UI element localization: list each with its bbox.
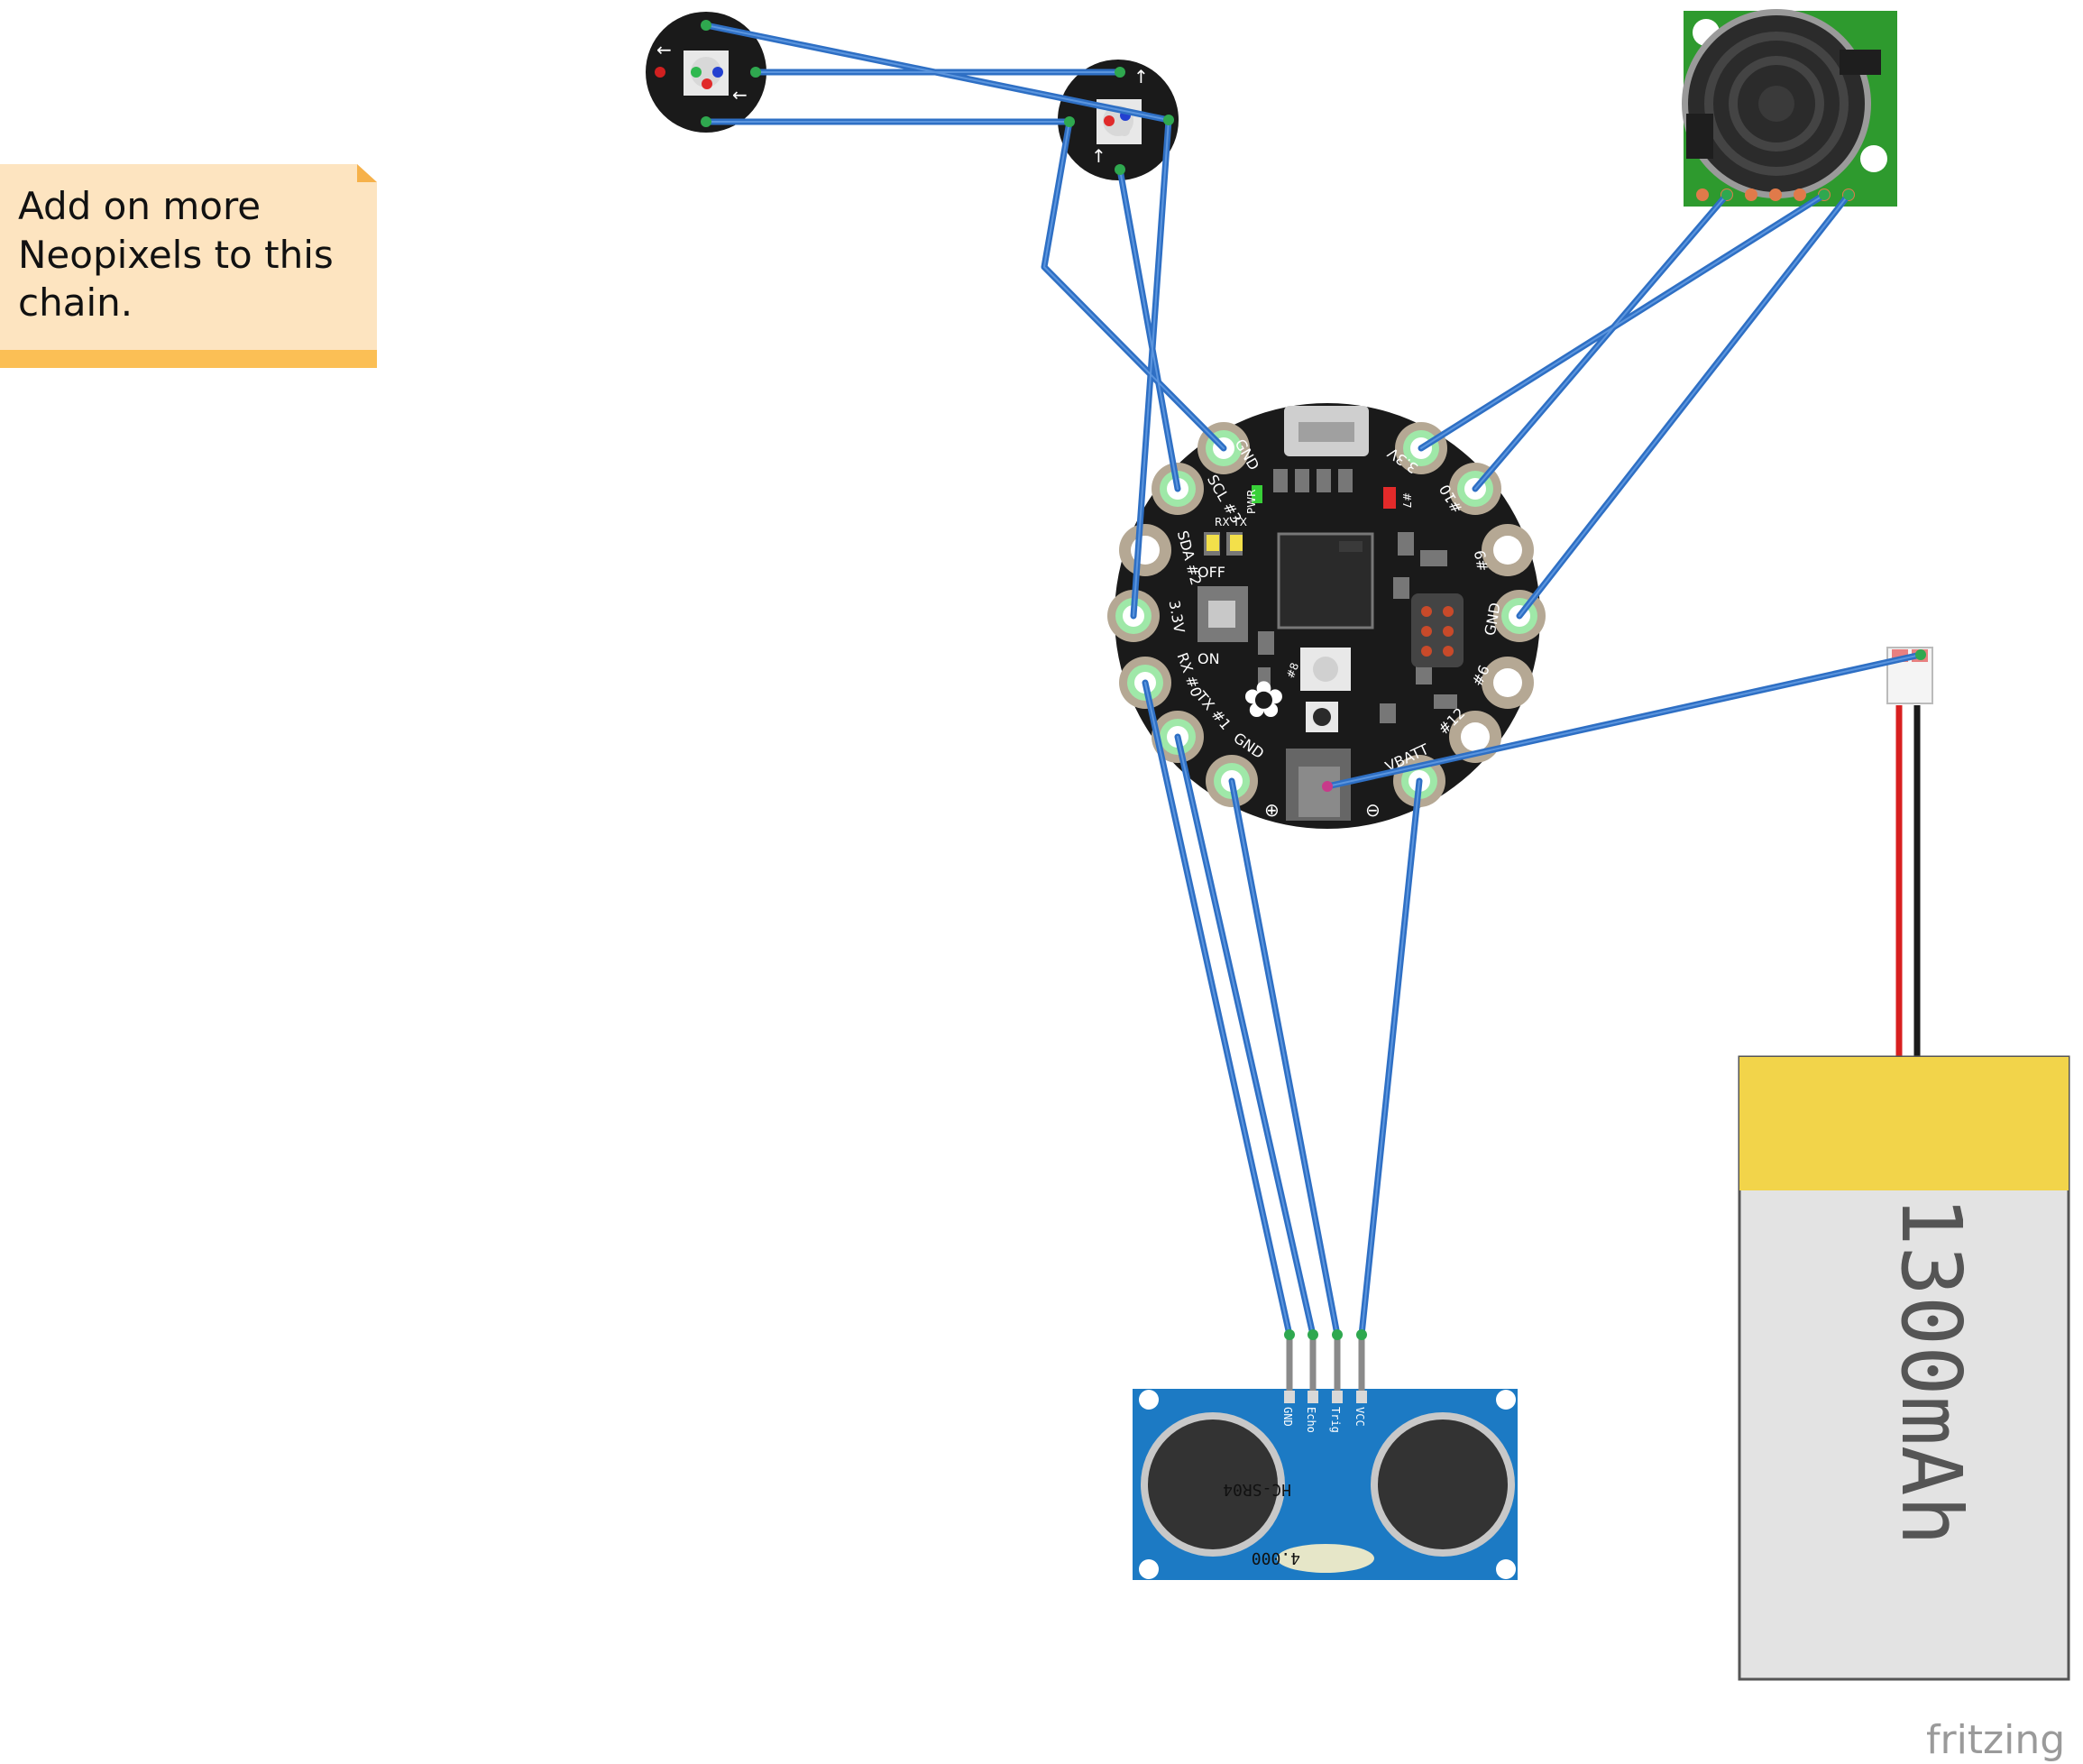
ultrasonic-sensor-green[interactable] xyxy=(1682,9,1897,207)
arrow-icon: ↑ xyxy=(1133,66,1149,87)
pad-3v3-left[interactable]: 3.3V xyxy=(1107,590,1188,642)
pwr-label: PWR xyxy=(1245,490,1258,514)
pad-d9[interactable]: #9 xyxy=(1471,524,1534,576)
d8-label: #8 xyxy=(1284,661,1301,680)
sticky-note[interactable]: Add on more Neopixels to this chain. xyxy=(0,164,377,368)
rxtx-label: RX TX xyxy=(1215,516,1247,528)
hc-pin-trig-label: Trig xyxy=(1329,1407,1342,1433)
hc-model-label: HC-SR04 xyxy=(1223,1480,1291,1499)
pad-d9-label: #9 xyxy=(1471,548,1491,573)
battery-capacity-label: 1300mAh xyxy=(1883,1196,1979,1546)
d7-label: #7 xyxy=(1400,492,1413,509)
arrow-icon: ← xyxy=(732,84,748,106)
arrow-icon: ↑ xyxy=(1091,145,1106,167)
header-block xyxy=(1411,593,1464,667)
minus-label: ⊖ xyxy=(1365,799,1381,821)
note-line-1: Add on more xyxy=(18,184,261,228)
hc-crystal-label: 4.000 xyxy=(1252,1548,1300,1567)
note-line-3: chain. xyxy=(18,280,133,325)
lipo-battery[interactable]: 1300mAh xyxy=(1738,647,2070,1681)
flower-logo-icon: ✿ xyxy=(1243,671,1285,730)
hc-sr04-sensor[interactable]: GND Echo Trig VCC HC-SR04 4.000 xyxy=(1133,1335,1518,1580)
hc-pin-echo-label: Echo xyxy=(1305,1407,1317,1433)
plus-label: ⊕ xyxy=(1264,799,1280,821)
on-label: ON xyxy=(1197,650,1220,667)
hc-pin-vcc-label: VCC xyxy=(1353,1407,1366,1427)
fritzing-brand-label: fritzing xyxy=(1926,1717,2065,1763)
flora-board[interactable]: ✿ PWR RX TX OFF ON #7 #8 ⊕ ⊖ GND SCL #3 … xyxy=(1107,403,1546,829)
neopixel-1[interactable]: ← ← xyxy=(646,12,766,133)
hc-pin-gnd-label: GND xyxy=(1281,1407,1294,1427)
arrow-icon: ← xyxy=(656,39,672,60)
note-line-2: Neopixels to this xyxy=(18,233,334,277)
pad-d6[interactable]: #6 xyxy=(1469,657,1534,709)
off-label: OFF xyxy=(1197,564,1225,581)
wires xyxy=(701,20,1926,1340)
